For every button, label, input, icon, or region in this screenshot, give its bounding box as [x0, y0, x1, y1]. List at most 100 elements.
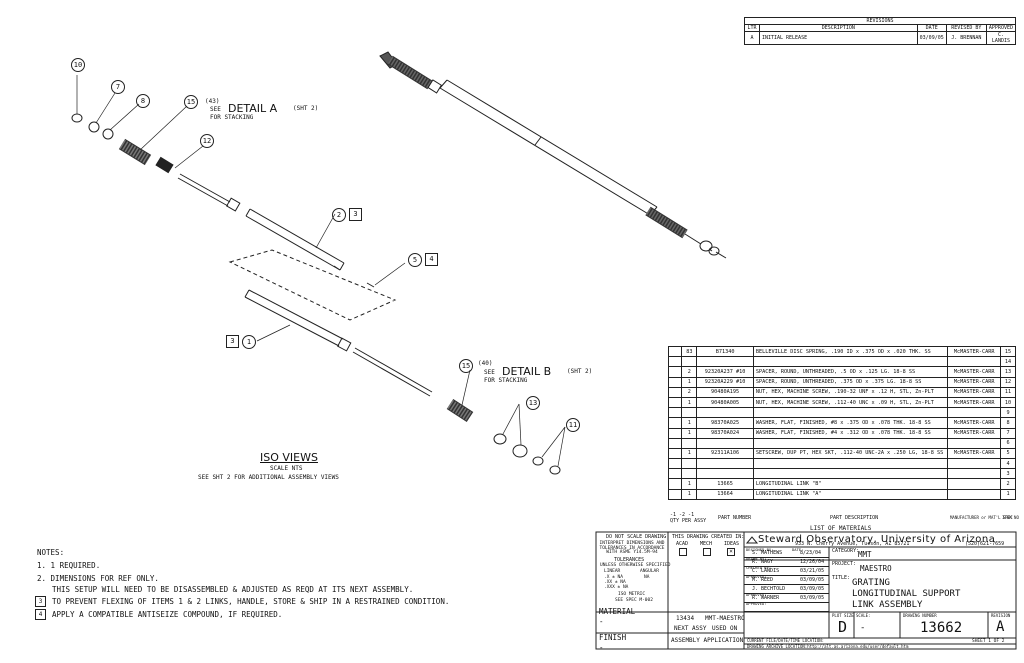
revisions-table: REVISIONS LTR DESCRIPTION DATE REVISED B… [744, 17, 1017, 45]
material-label: MATERIAL [599, 607, 636, 616]
see-spec: SEE SPEC M-002 [615, 598, 653, 603]
bom-cell [667, 468, 683, 480]
revision-label: REVISION [991, 613, 1011, 618]
cad-acad: ACAD [676, 541, 689, 547]
bom-cell [696, 356, 754, 368]
signature-divider [744, 611, 829, 612]
bom-cell: 13665 [696, 478, 754, 490]
bom-cell: 2 [1000, 478, 1016, 490]
note-item: THIS SETUP WILL NEED TO BE DISASSEMBLED … [52, 585, 414, 594]
tol-row: .XXX ± NA [604, 585, 629, 590]
interpret-dims: INTERPRET DIMENSIONS AND TOLERANCES IN A… [599, 541, 665, 555]
bom-cell: McMASTER-CARR [947, 427, 1002, 439]
bom-cell [681, 437, 698, 449]
detail-b-qty: (40) [478, 360, 493, 367]
item-balloon: 2 [332, 208, 346, 222]
iso-views-note: SEE SHT 2 FOR ADDITIONAL ASSEMBLY VIEWS [198, 474, 339, 481]
signature-name: R. NAGY [752, 559, 774, 565]
signature-divider [744, 593, 829, 594]
title-block-frame [595, 531, 1017, 650]
organization-name: Steward Observatory, University of Arizo… [758, 534, 996, 545]
bom-cell: 2 [681, 386, 698, 398]
bom-cell [667, 488, 683, 500]
bom-cell: 7 [1000, 427, 1016, 439]
bom-cell: 5 [1000, 447, 1016, 460]
detail-b-for: FOR STACKING [484, 377, 528, 384]
note-item: APPLY A COMPATIBLE ANTISEIZE COMPOUND, I… [52, 610, 283, 619]
bom-cell: 1 [681, 427, 698, 439]
signature-name: J. BECHTOLD [752, 586, 786, 592]
tolerances-label: TOLERANCES [614, 557, 645, 563]
tol-angular: NA [644, 575, 650, 580]
tol-row: .XX ± NA [604, 580, 626, 585]
signature-role: APPROVED: [746, 601, 767, 606]
used-on-label: USED ON [712, 625, 738, 632]
bom-cell: 11 [1000, 386, 1016, 398]
item-balloon: 11 [566, 418, 580, 432]
bom-cell [667, 458, 683, 470]
current-file-location: CURRENT FILE/DATE/TIME LOCATION: [747, 638, 825, 643]
iso-views-scale: SCALE NTS [270, 465, 303, 472]
bom-cell: McMASTER-CARR [947, 376, 1002, 388]
bom-cell: SPACER, ROUND, UNTHREADED, .375 OD x .37… [752, 376, 949, 388]
bom-cell: 92320A237 #10 [696, 366, 754, 378]
bom-cell: B71340 [696, 345, 754, 358]
created-in-label: THIS DRAWING CREATED IN: [672, 534, 745, 540]
finish-label: FINISH [599, 633, 627, 642]
bom-cell: McMASTER-CARR [947, 345, 1002, 358]
detail-a-sheet: (SHT 2) [293, 105, 319, 112]
item-flag: 4 [425, 253, 438, 266]
bom-cell [681, 458, 698, 470]
bom-cell: McMASTER-CARR [947, 396, 1002, 409]
bom-cell [947, 356, 1002, 368]
iso-views-title: ISO VIEWS [260, 451, 318, 464]
bom-cell: 14 [1000, 356, 1016, 368]
bom-cell [752, 356, 949, 368]
bom-cell: 9 [1000, 407, 1016, 419]
title-line: LINK ASSEMBLY [852, 600, 923, 610]
bom-cell: 4 [1000, 458, 1016, 470]
bom-cell [696, 437, 754, 449]
plot-size-value: D [838, 618, 848, 636]
bom-cell [667, 356, 683, 368]
detail-a-qty: (43) [205, 98, 220, 105]
title-line: LONGITUDINAL SUPPORT [852, 589, 961, 599]
signature-name: C. LANDIS [752, 568, 780, 574]
material-value: - [599, 617, 604, 626]
item-balloon: 7 [111, 80, 125, 94]
bom-cell: 13 [1000, 366, 1016, 378]
bom-cell [947, 437, 1002, 449]
angular-label: ANGULAR [640, 569, 659, 574]
bom-cell: BELLEVILLE DISC SPRING, .190 ID x .375 O… [752, 345, 949, 358]
bom-cell: 1 [681, 478, 698, 490]
detail-a-for: FOR STACKING [210, 114, 254, 121]
detail-a-see: SEE [210, 106, 221, 113]
signature-divider [744, 602, 829, 603]
assembly-application: ASSEMBLY APPLICATION [671, 637, 744, 644]
bom-cell: SETSCREW, DUP PT, HEX SKT, .112-40 UNC-2… [752, 447, 949, 460]
item-balloon: 15 [184, 95, 198, 109]
signature-role: DESIGNED BY: [746, 547, 774, 552]
note-flag: 4 [35, 609, 46, 620]
bom-cell: McMASTER-CARR [947, 366, 1002, 378]
item-flag: 3 [349, 208, 362, 221]
note-item: 1. 1 REQUIRED. [37, 561, 101, 570]
bom-cell [947, 458, 1002, 470]
bom-row: 9 [667, 407, 1016, 419]
bom-cell: 1 [681, 396, 698, 409]
bom-cell [667, 427, 683, 439]
item-balloon: 8 [136, 94, 150, 108]
note-item: 2. DIMENSIONS FOR REF ONLY. [37, 574, 159, 583]
bom-cell: 15 [1000, 345, 1016, 358]
bom-desc-header: PART DESCRIPTION [830, 515, 879, 521]
cad-ideas: IDEAS [724, 541, 740, 547]
bom-cell [947, 478, 1002, 490]
exploded-link-b [244, 289, 561, 475]
